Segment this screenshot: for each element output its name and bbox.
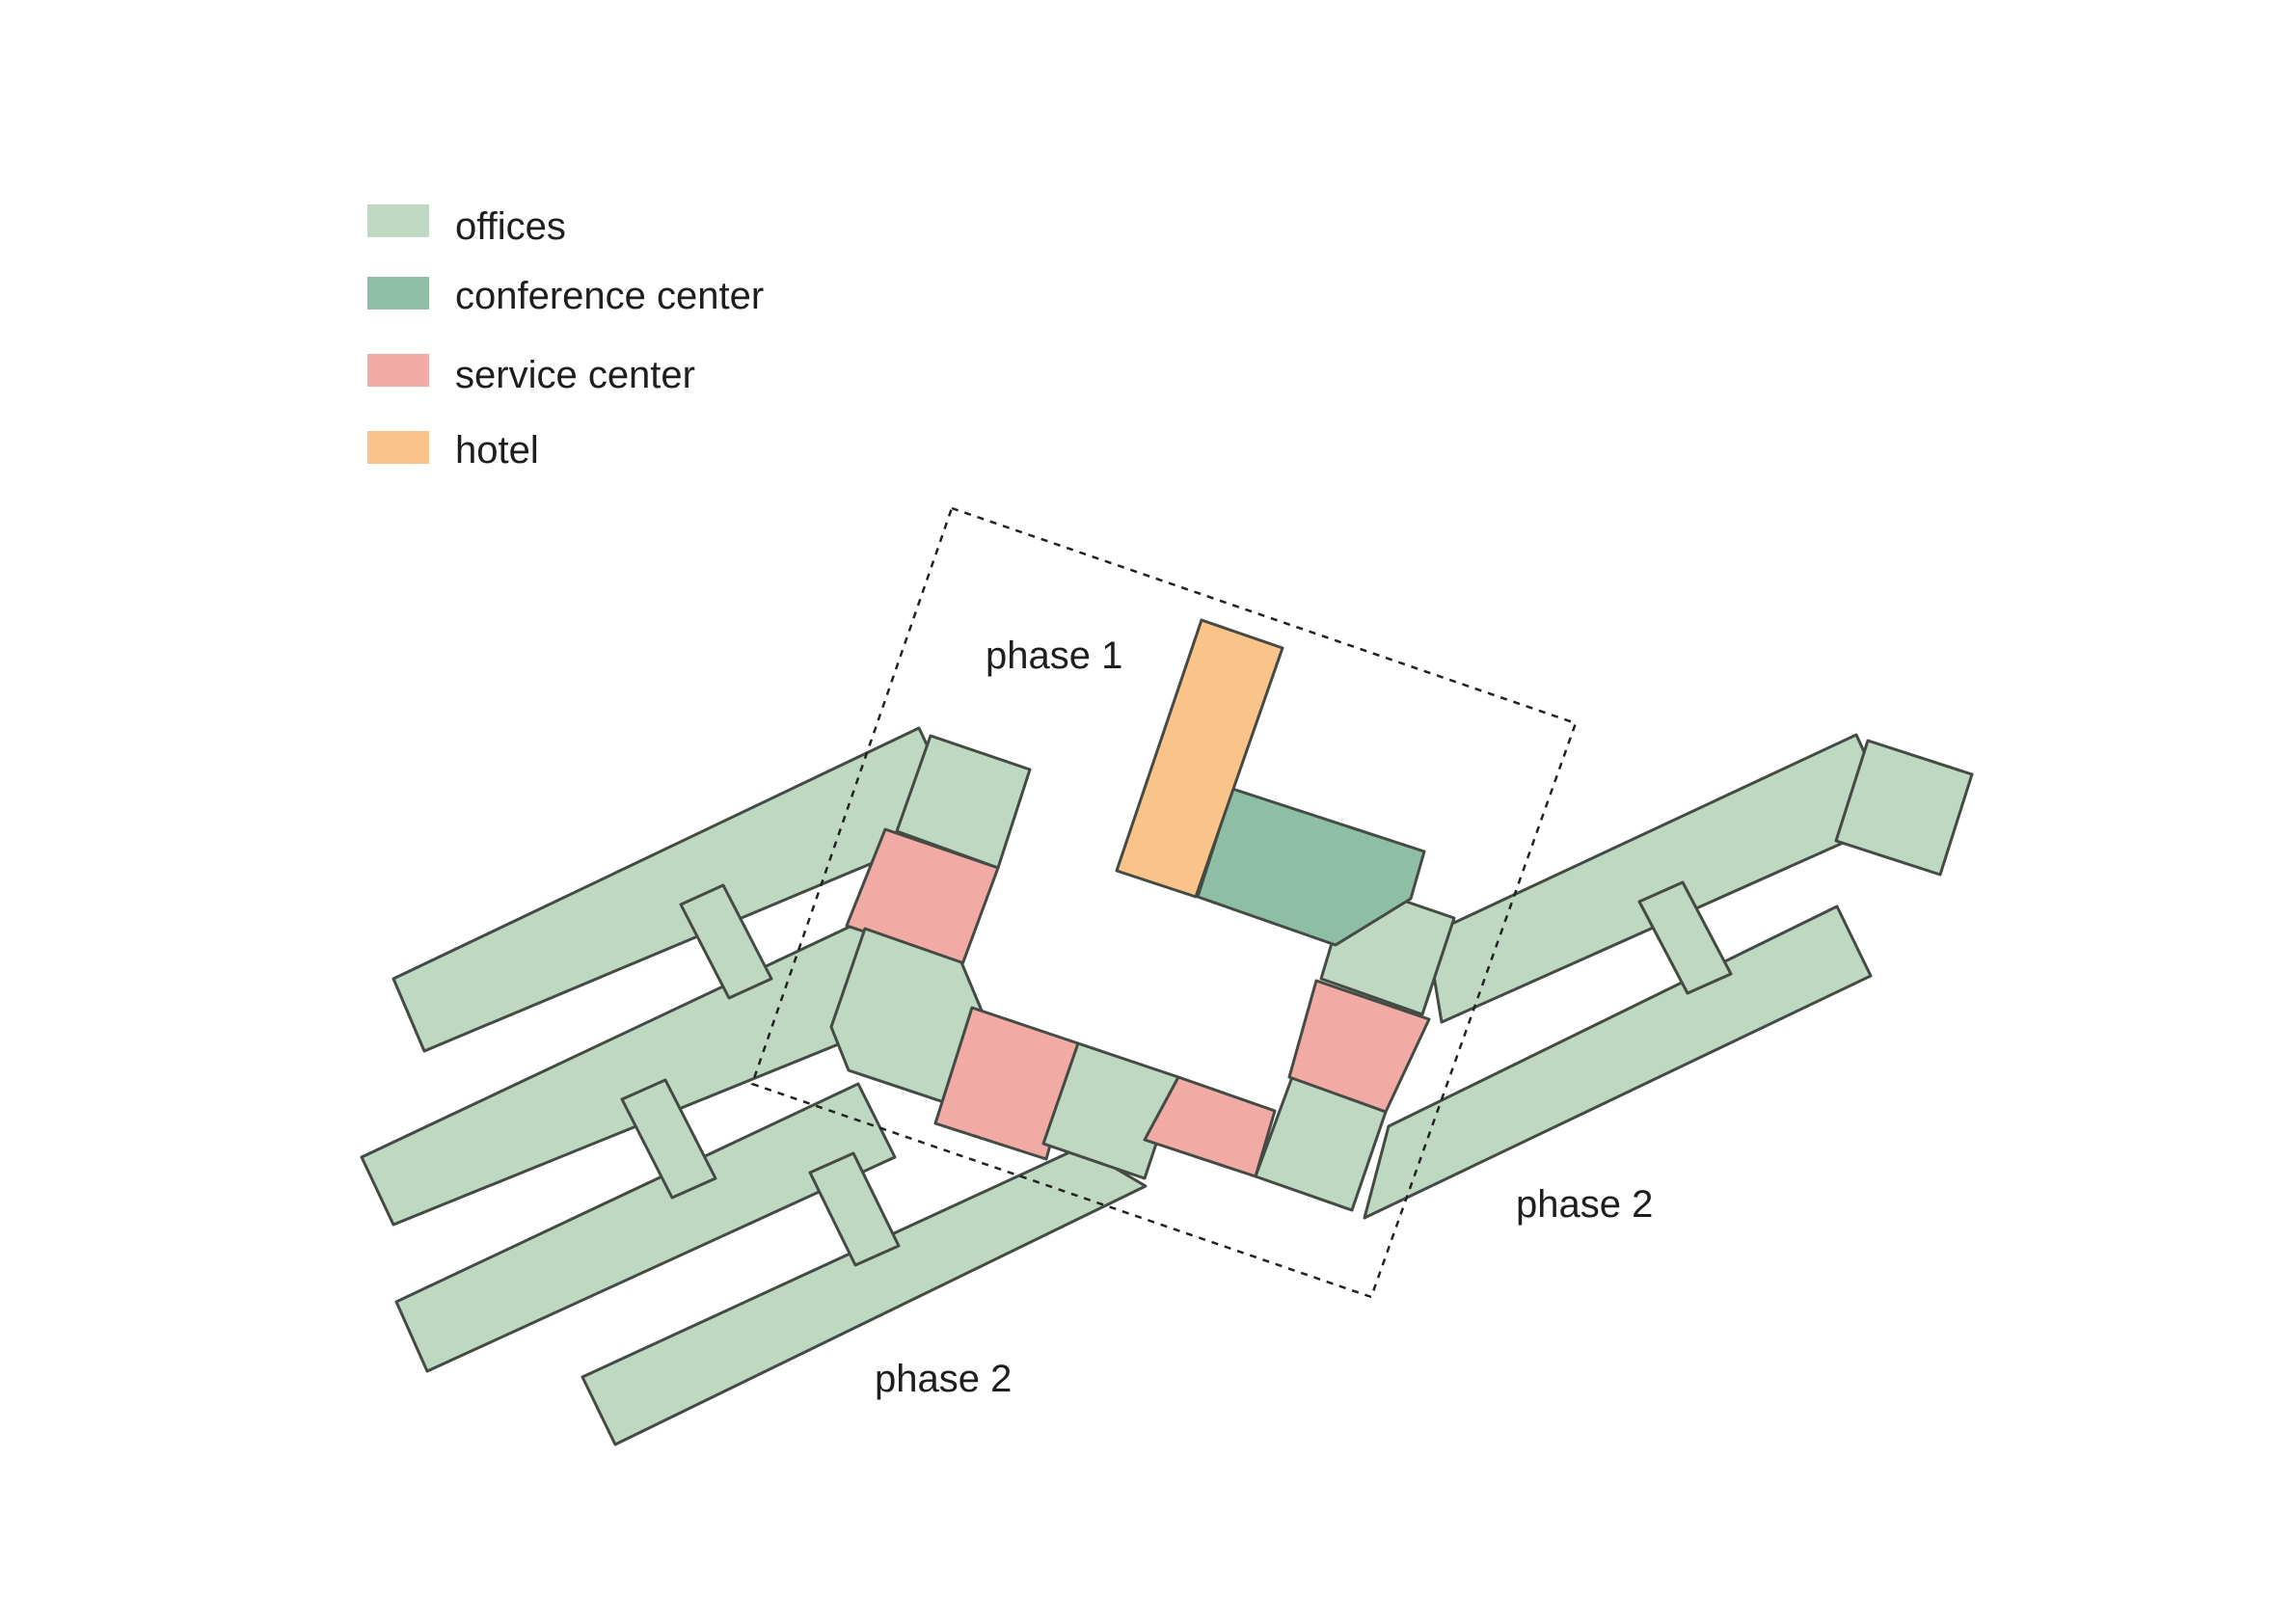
office-bar-left-4 — [581, 1146, 1148, 1446]
service-block-right — [1287, 979, 1431, 1114]
legend-label-conference-center: conference center — [455, 275, 764, 317]
legend-item-conference-center: conference center — [367, 275, 764, 317]
legend-item-service-center: service center — [367, 354, 695, 396]
legend-swatch-offices — [367, 204, 429, 237]
legend-label-offices: offices — [455, 205, 566, 248]
office-block-bottom-mid — [1041, 1041, 1180, 1180]
phase-1-label: phase 1 — [986, 634, 1122, 677]
legend-swatch-hotel — [367, 431, 429, 464]
phase-2-label-right: phase 2 — [1516, 1183, 1653, 1226]
legend-label-hotel: hotel — [455, 429, 539, 472]
legend-item-hotel: hotel — [367, 429, 539, 472]
legend-item-offices: offices — [367, 204, 566, 248]
phase-2-label-bottom: phase 2 — [875, 1358, 1012, 1400]
service-block-bottom-left — [933, 1006, 1080, 1161]
legend-swatch-conference-center — [367, 277, 429, 310]
office-link-3 — [808, 1151, 901, 1267]
legend-label-service-center: service center — [455, 354, 695, 396]
office-link-2 — [620, 1078, 717, 1200]
hotel-block — [1115, 618, 1284, 899]
left-office-wings — [360, 726, 1148, 1446]
legend: offices conference center service center… — [367, 204, 764, 472]
legend-swatch-service-center — [367, 354, 429, 387]
phase-1-core — [829, 618, 1456, 1212]
office-link-right — [1637, 880, 1733, 995]
right-office-wings — [1363, 733, 1974, 1220]
office-block-right-end — [1834, 739, 1974, 877]
office-link-1 — [679, 883, 773, 1000]
